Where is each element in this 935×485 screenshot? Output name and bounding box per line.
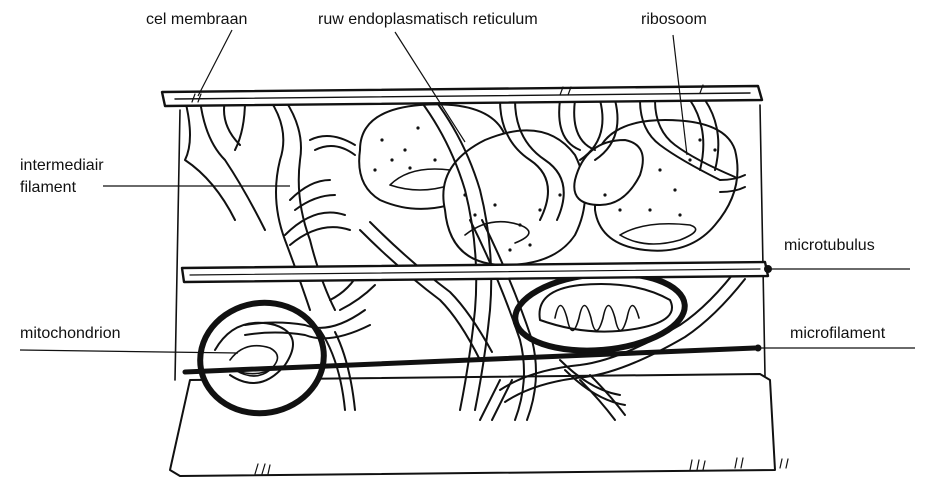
label-cell-membrane: cel membraan (146, 11, 247, 28)
label-intermediate-filament-line2: filament (20, 179, 77, 196)
mitochondrion-right (512, 267, 688, 358)
label-mitochondrion: mitochondrion (20, 325, 121, 342)
label-microfilament: microfilament (790, 325, 886, 342)
leader-cell-membrane (198, 30, 232, 96)
microtubule (182, 262, 772, 282)
label-intermediate-filament-line1: intermediair (20, 157, 104, 174)
label-ribosome: ribosoom (641, 11, 707, 28)
label-rough-er: ruw endoplasmatisch reticulum (318, 11, 538, 28)
label-microtubule: microtubulus (784, 237, 875, 254)
cell-membrane (162, 85, 762, 106)
